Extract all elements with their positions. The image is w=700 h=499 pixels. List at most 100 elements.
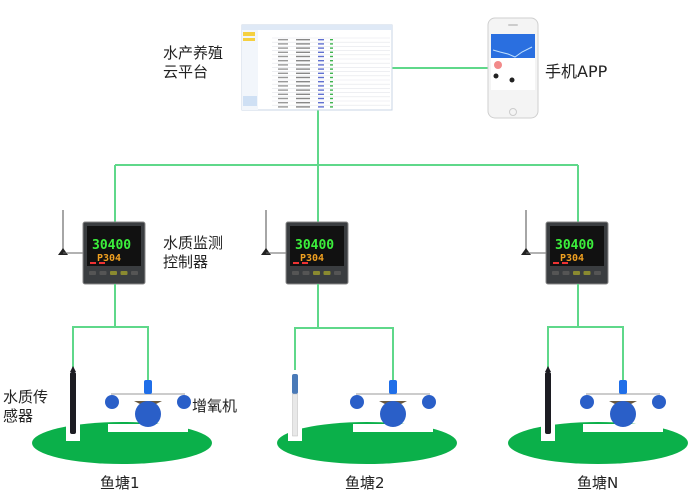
table-cell bbox=[330, 81, 333, 83]
table-cell bbox=[330, 76, 333, 79]
link-devices-1 bbox=[72, 326, 149, 383]
table-cell bbox=[278, 43, 288, 45]
app-trend-line bbox=[492, 46, 533, 58]
antenna-icon bbox=[58, 210, 83, 255]
aerator-float bbox=[177, 395, 191, 409]
antenna-icon bbox=[261, 210, 286, 255]
table-cell bbox=[278, 85, 288, 87]
table-cell bbox=[278, 97, 288, 100]
table-cell bbox=[278, 106, 288, 108]
controller-key bbox=[99, 271, 107, 275]
antenna-base bbox=[261, 248, 271, 255]
table-cell bbox=[296, 51, 310, 53]
mobile-app-label: 手机APP bbox=[545, 62, 608, 81]
aerator-icon bbox=[580, 380, 666, 427]
table-cell bbox=[318, 89, 324, 91]
table-cell bbox=[330, 85, 333, 87]
table-cell bbox=[318, 106, 324, 108]
controller-label: 水质监测控制器 bbox=[163, 234, 224, 271]
aerator-main-float bbox=[135, 401, 161, 427]
display-main-value: 30400 bbox=[92, 238, 131, 253]
table-cell bbox=[318, 72, 324, 74]
water-quality-sensor-icon bbox=[292, 374, 298, 437]
display-main-value: 30400 bbox=[295, 238, 334, 253]
display-main-value: 30400 bbox=[555, 238, 594, 253]
link-devices-3 bbox=[547, 326, 624, 383]
table-cell bbox=[278, 72, 288, 74]
water-quality-sensor-icon bbox=[70, 366, 76, 434]
sensor-probe bbox=[545, 372, 551, 434]
display-sub-value: P304 bbox=[560, 253, 584, 264]
table-cell bbox=[318, 47, 324, 49]
table-cell bbox=[278, 55, 288, 58]
water-quality-sensor-icon bbox=[545, 366, 551, 434]
table-cell bbox=[318, 64, 324, 66]
table-cell bbox=[296, 43, 310, 45]
speaker bbox=[508, 24, 518, 26]
cloud-platform-label: 水产养殖云平台 bbox=[163, 44, 224, 81]
sensor-label: 水质传感器 bbox=[3, 388, 49, 425]
controller-key bbox=[562, 271, 570, 275]
window-titlebar bbox=[242, 25, 392, 30]
table-cell bbox=[318, 68, 324, 70]
table-cell bbox=[330, 64, 333, 66]
aerator-main-float bbox=[380, 401, 406, 427]
controller-key bbox=[131, 271, 138, 275]
aerator-motor bbox=[619, 380, 627, 394]
table-cell bbox=[278, 60, 288, 62]
controller-key bbox=[552, 271, 559, 275]
indicator-led bbox=[90, 262, 96, 264]
table-cell bbox=[278, 47, 288, 49]
indicator-led bbox=[553, 262, 559, 264]
controller-key bbox=[120, 271, 128, 275]
table-cell bbox=[296, 68, 310, 70]
table-cell bbox=[278, 64, 288, 66]
sensor-cap bbox=[545, 366, 551, 372]
aerator-motor bbox=[389, 380, 397, 394]
table-cell bbox=[296, 39, 310, 41]
table-cell bbox=[318, 93, 324, 95]
controller-display bbox=[87, 226, 141, 266]
table-cell bbox=[278, 39, 288, 41]
home-button bbox=[509, 108, 517, 116]
controller-key bbox=[594, 271, 601, 275]
table-cell bbox=[330, 102, 333, 104]
antenna-icon bbox=[521, 210, 546, 255]
table-cell bbox=[296, 81, 310, 83]
app-gauge bbox=[494, 61, 502, 69]
sensor-probe bbox=[70, 372, 76, 434]
aerator-icon bbox=[105, 380, 191, 427]
table-cell bbox=[330, 51, 333, 53]
sensor-head bbox=[292, 374, 298, 394]
cloud-platform-screenshot bbox=[241, 24, 393, 111]
sensor-probe bbox=[292, 393, 298, 437]
table-cell bbox=[318, 97, 324, 100]
indicator-led bbox=[562, 262, 568, 264]
aerator-float bbox=[422, 395, 436, 409]
antenna-base bbox=[58, 248, 68, 255]
sidebar-panel bbox=[243, 96, 257, 106]
table-cell bbox=[296, 85, 310, 87]
table-cell bbox=[296, 60, 310, 62]
app-header-chart bbox=[491, 34, 535, 58]
aerator-label: 增氧机 bbox=[192, 397, 238, 415]
aerator-motor bbox=[144, 380, 152, 394]
table-cell bbox=[278, 76, 288, 79]
link-devices-2 bbox=[294, 327, 394, 383]
mobile-phone bbox=[487, 17, 539, 119]
table-cell bbox=[318, 39, 324, 41]
table-cell bbox=[296, 47, 310, 49]
table-cell bbox=[318, 60, 324, 62]
controller-display bbox=[550, 226, 604, 266]
antenna-base bbox=[521, 248, 531, 255]
table-cell bbox=[296, 55, 310, 58]
table-cell bbox=[330, 68, 333, 70]
controller-key bbox=[334, 271, 341, 275]
aerator-icon bbox=[350, 380, 436, 427]
pond-notch bbox=[583, 424, 663, 432]
display-sub-value: P304 bbox=[300, 253, 324, 264]
aerator-float bbox=[652, 395, 666, 409]
